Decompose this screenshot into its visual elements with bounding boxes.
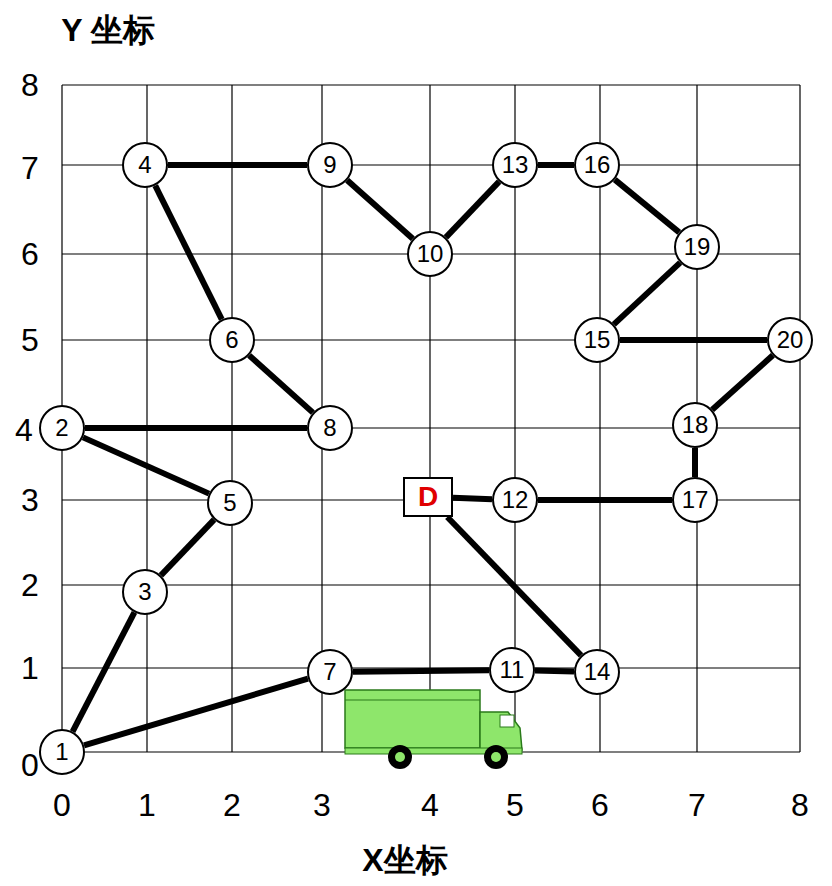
node-number: D <box>418 483 438 511</box>
axis-title: Y 坐标 <box>61 14 155 46</box>
route-segment <box>538 497 672 503</box>
node-number: 10 <box>417 242 444 266</box>
route-segment <box>168 162 307 168</box>
node-number: 19 <box>684 235 711 259</box>
route-segment <box>447 517 581 655</box>
node-number: 14 <box>584 660 611 684</box>
node-number: 2 <box>55 416 68 440</box>
node-number: 3 <box>138 580 151 604</box>
tick-number: 3 <box>313 789 331 821</box>
stop-circle: 12 <box>492 477 538 523</box>
node-number: 18 <box>682 413 709 437</box>
stop-circle: 18 <box>672 402 718 448</box>
route-segment <box>453 498 492 499</box>
tick-number: 2 <box>223 789 241 821</box>
route-segment <box>446 182 499 238</box>
node-number: 5 <box>223 491 236 515</box>
node-number: 15 <box>584 328 611 352</box>
route-segment <box>538 162 574 168</box>
stop-circle: 8 <box>307 405 353 451</box>
tick-number: 8 <box>21 69 39 101</box>
stop-circle: 20 <box>767 317 813 363</box>
stop-circle: 4 <box>122 142 168 188</box>
stop-circle: 16 <box>574 142 620 188</box>
route-segment <box>155 186 222 320</box>
route-segment <box>615 180 679 233</box>
node-number: 1 <box>55 740 68 764</box>
grid <box>62 85 800 752</box>
route-segment <box>535 668 574 675</box>
stop-circle: 10 <box>407 231 453 277</box>
stop-circle: 17 <box>672 477 718 523</box>
tick-number: 1 <box>138 789 156 821</box>
depot-box: D <box>403 477 453 517</box>
route-segment <box>249 355 313 412</box>
tick-number: 5 <box>21 324 39 356</box>
tick-number: 5 <box>506 789 524 821</box>
tick-number: 4 <box>15 414 33 446</box>
stop-circle: 1 <box>39 729 85 775</box>
stop-circle: 9 <box>307 142 353 188</box>
stop-circle: 5 <box>207 480 253 526</box>
stop-circle: 19 <box>674 224 720 270</box>
stop-circle: 3 <box>122 569 168 615</box>
tick-number: 4 <box>421 789 439 821</box>
stop-circle: 7 <box>307 649 353 695</box>
node-number: 8 <box>323 416 336 440</box>
tick-number: 7 <box>21 152 39 184</box>
tick-number: 0 <box>21 749 39 781</box>
stop-circle: 14 <box>574 649 620 695</box>
route-segment <box>84 679 308 746</box>
stop-circle: 2 <box>39 405 85 451</box>
node-number: 17 <box>682 488 709 512</box>
tick-number: 2 <box>21 569 39 601</box>
route-segment <box>712 355 773 409</box>
node-number: 16 <box>584 153 611 177</box>
route-segment <box>353 670 489 671</box>
tick-number: 8 <box>791 789 809 821</box>
node-number: 4 <box>138 153 151 177</box>
tick-number: 6 <box>591 789 609 821</box>
tick-number: 1 <box>21 652 39 684</box>
tick-number: 6 <box>21 238 39 270</box>
route-segment <box>85 425 307 431</box>
route-segment <box>614 263 680 325</box>
node-number: 11 <box>500 658 525 682</box>
route-segment <box>692 448 698 477</box>
stop-circle: 15 <box>574 317 620 363</box>
axis-title: X坐标 <box>362 844 447 876</box>
node-number: 20 <box>777 328 804 352</box>
node-number: 6 <box>225 328 238 352</box>
tick-number: 0 <box>53 789 71 821</box>
route-segment <box>620 337 767 343</box>
node-number: 9 <box>323 153 336 177</box>
stop-circle: 6 <box>209 317 255 363</box>
tick-number: 7 <box>688 789 706 821</box>
node-number: 12 <box>502 488 529 512</box>
route-segment <box>161 520 214 576</box>
stop-circle: 11 <box>489 647 535 693</box>
route-segment <box>347 180 413 238</box>
route-segment <box>83 437 209 493</box>
tick-number: 3 <box>21 484 39 516</box>
stop-circle: 13 <box>492 142 538 188</box>
route-segment <box>73 612 135 731</box>
node-number: 13 <box>502 153 529 177</box>
truck-illustration <box>345 690 522 769</box>
node-number: 7 <box>323 660 336 684</box>
